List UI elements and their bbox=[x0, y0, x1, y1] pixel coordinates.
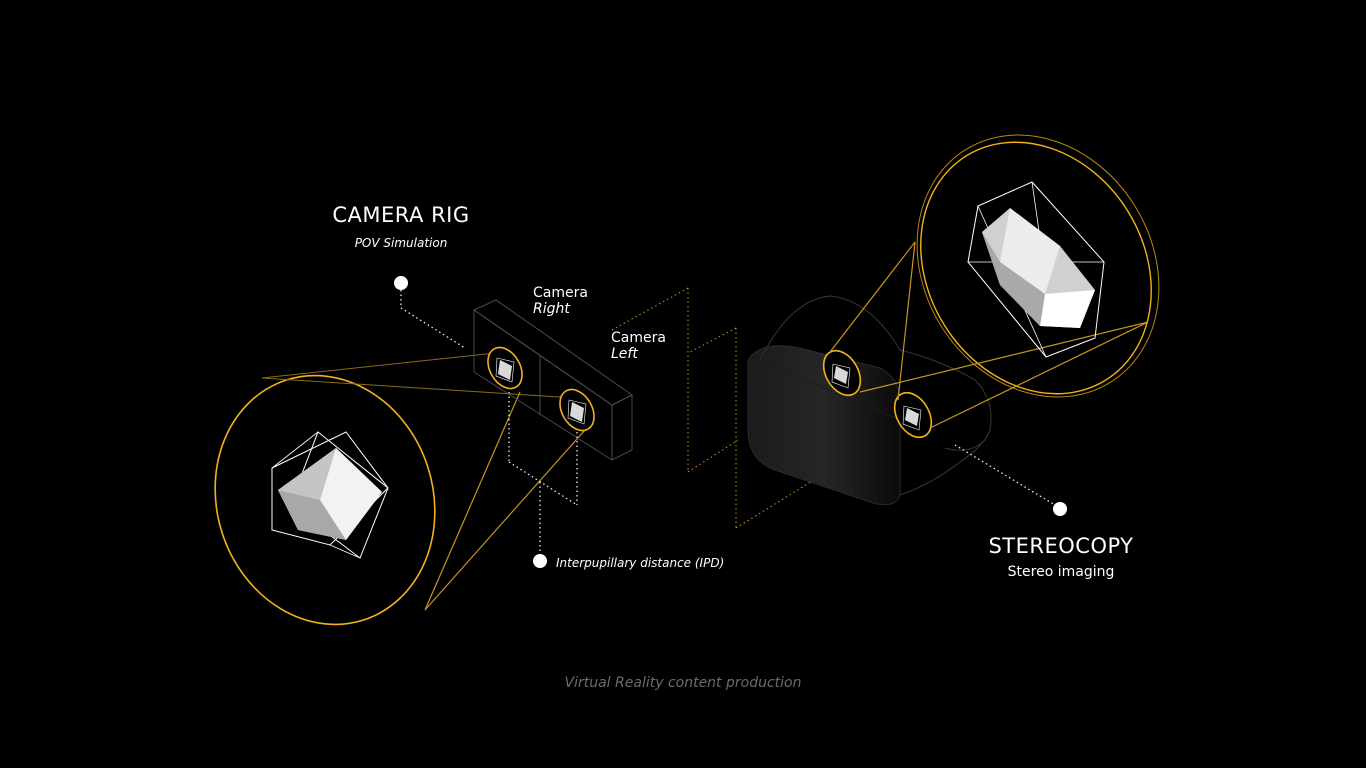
cone-edge-top bbox=[261, 351, 506, 379]
camera-right-title: Camera bbox=[533, 285, 588, 301]
left-cube-object bbox=[271, 431, 389, 559]
camera-rig-pointer bbox=[400, 290, 466, 349]
cone-edge-bottom bbox=[424, 391, 521, 611]
ipd-label: Interpupillary distance (IPD) bbox=[556, 556, 725, 570]
stereocopy-title: STEREOCOPY bbox=[988, 534, 1134, 558]
image-plane-right bbox=[687, 288, 739, 473]
ipd-bracket bbox=[508, 392, 578, 555]
left-projection-ellipse bbox=[214, 374, 436, 626]
right-cube-object bbox=[967, 181, 1105, 358]
cone-edge-bottom2 bbox=[424, 429, 586, 611]
stereocopy-marker bbox=[1053, 502, 1067, 516]
footer-caption: Virtual Reality content production bbox=[564, 675, 802, 691]
left-projection-cone bbox=[214, 351, 586, 626]
headset-lens-left bbox=[893, 391, 933, 439]
image-plane-left bbox=[611, 287, 831, 529]
camera-body bbox=[472, 299, 633, 461]
camera-left-title: Camera bbox=[611, 330, 666, 346]
camera-rig-marker bbox=[394, 276, 408, 290]
stereocopy-subtitle: Stereo imaging bbox=[1007, 564, 1115, 580]
camera-left-sub: Left bbox=[611, 346, 638, 362]
stereocopy-pointer bbox=[954, 444, 1056, 506]
camera-rig-subtitle: POV Simulation bbox=[354, 236, 448, 250]
cone-edge-top2 bbox=[261, 377, 576, 399]
right-projection-ellipse-inner bbox=[920, 141, 1152, 395]
camera-right-sub: Right bbox=[533, 301, 570, 317]
camera-right-lens bbox=[487, 346, 523, 390]
headset-lens-right bbox=[822, 349, 862, 397]
ipd-marker bbox=[533, 554, 547, 568]
right-projection-ellipse-outer bbox=[916, 134, 1160, 398]
vr-headset bbox=[747, 295, 992, 506]
camera-rig-title: CAMERA RIG bbox=[332, 203, 470, 227]
right-projection-cone bbox=[829, 134, 1160, 429]
camera-left-lens bbox=[559, 388, 595, 432]
